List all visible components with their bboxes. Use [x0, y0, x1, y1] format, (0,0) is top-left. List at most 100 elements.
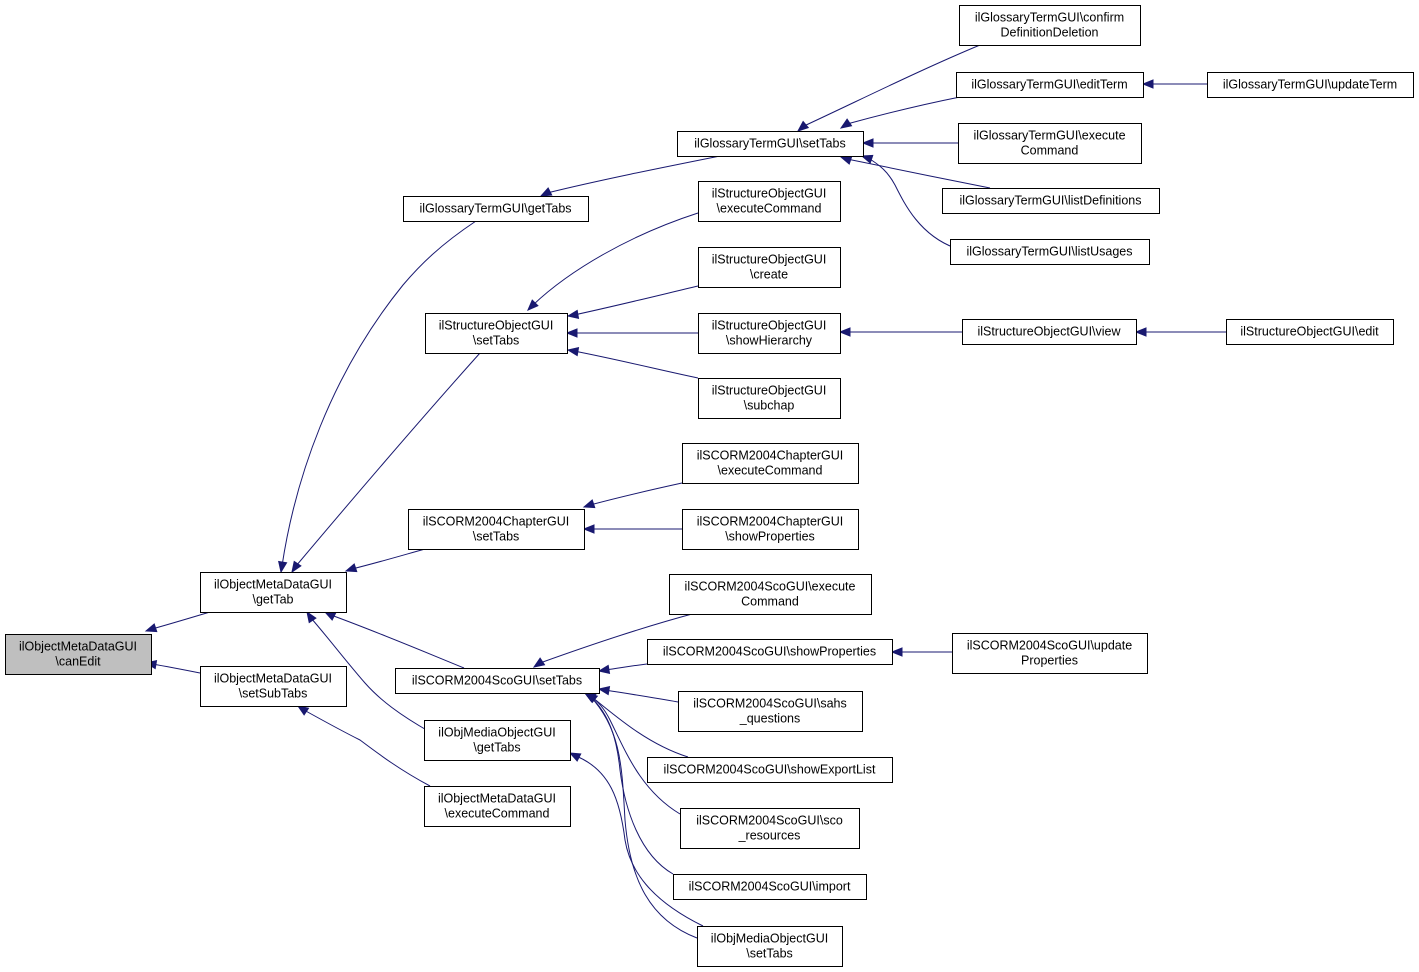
node-box: [647, 639, 893, 665]
node-label-line: ilObjectMetaDataGUI: [214, 672, 332, 686]
edge-arrowhead: [539, 187, 553, 197]
edge-scoSahs-to-scoSetTabs: [597, 686, 679, 703]
node-gtListDefs[interactable]: ilGlossaryTermGUI\listDefinitions: [942, 188, 1160, 214]
edge-line: [351, 548, 426, 570]
node-chShowProps[interactable]: ilSCORM2004ChapterGUI\showProperties: [682, 509, 859, 550]
edge-arrowhead: [291, 560, 302, 574]
node-momGetTabs[interactable]: ilObjMediaObjectGUI\getTabs: [424, 720, 571, 761]
node-box: [403, 196, 589, 222]
edge-arrowhead: [566, 347, 580, 357]
edge-line: [803, 44, 981, 127]
node-soSetTabs[interactable]: ilStructureObjectGUI\setTabs: [425, 313, 568, 354]
node-scoExecute[interactable]: ilSCORM2004ScoGUI\executeCommand: [669, 574, 872, 615]
node-label-line: ilSCORM2004ScoGUI\update: [967, 639, 1132, 653]
edge-line: [589, 695, 698, 939]
node-label-line: ilGlossaryTermGUI\editTerm: [971, 78, 1127, 92]
node-label-line: ilObjMediaObjectGUI: [711, 932, 828, 946]
node-scoSetTabs[interactable]: ilSCORM2004ScoGUI\setTabs: [395, 668, 600, 694]
node-chExecute[interactable]: ilSCORM2004ChapterGUI\executeCommand: [682, 443, 859, 484]
edge-line: [604, 663, 648, 671]
node-soShowHier[interactable]: ilStructureObjectGUI\showHierarchy: [698, 313, 841, 354]
node-chSetTabs[interactable]: ilSCORM2004ChapterGUI\setTabs: [408, 509, 585, 550]
node-gtConfirm[interactable]: ilGlossaryTermGUI\confirmDefinitionDelet…: [959, 5, 1141, 46]
node-setSubTabs[interactable]: ilObjectMetaDataGUI\setSubTabs: [200, 666, 347, 707]
edge-gtGetTabs-to-getTab: [278, 220, 477, 574]
edge-line: [532, 212, 699, 306]
edge-soView-to-soShowHier: [838, 327, 962, 337]
edge-arrowhead: [839, 118, 853, 129]
node-label-line: \canEdit: [55, 655, 101, 669]
node-soCreate[interactable]: ilStructureObjectGUI\create: [698, 247, 841, 288]
node-box: [1226, 319, 1394, 345]
node-label-line: \setSubTabs: [239, 687, 308, 701]
edge-scoUpdateProps-to-scoShowProps: [890, 647, 952, 657]
edge-soSubchap-to-soSetTabs: [566, 347, 699, 379]
node-label-line: \getTab: [252, 593, 293, 607]
node-box: [200, 666, 347, 707]
node-label-line: ilStructureObjectGUI: [712, 187, 827, 201]
node-box: [698, 181, 841, 222]
node-scoSahs[interactable]: ilSCORM2004ScoGUI\sahs_questions: [678, 691, 863, 732]
node-box: [942, 188, 1160, 214]
edge-chShowProps-to-chSetTabs: [582, 524, 682, 534]
edge-line: [330, 614, 465, 669]
node-gtEditTerm[interactable]: ilGlossaryTermGUI\editTerm: [956, 72, 1144, 98]
node-gtExecute[interactable]: ilGlossaryTermGUI\executeCommand: [958, 123, 1142, 164]
edge-setSubTabs-to-canEdit: [144, 660, 201, 674]
node-scoExportList[interactable]: ilSCORM2004ScoGUI\showExportList: [647, 757, 893, 783]
edge-omdExecute-to-setSubTabs: [296, 705, 431, 787]
edge-arrowhead: [144, 623, 158, 633]
node-scoImport[interactable]: ilSCORM2004ScoGUI\import: [673, 874, 867, 900]
node-canEdit[interactable]: ilObjectMetaDataGUI\canEdit: [5, 634, 152, 675]
node-box: [408, 509, 585, 550]
node-soExecute[interactable]: ilStructureObjectGUI\executeCommand: [698, 181, 841, 222]
node-scoResources[interactable]: ilSCORM2004ScoGUI\sco_resources: [680, 808, 860, 849]
edge-arrowhead: [278, 560, 288, 574]
node-label-line: \subchap: [744, 399, 795, 413]
edge-arrowhead: [565, 328, 578, 338]
node-soView[interactable]: ilStructureObjectGUI\view: [962, 319, 1137, 345]
node-omdExecute[interactable]: ilObjectMetaDataGUI\executeCommand: [424, 786, 571, 827]
node-label-line: ilStructureObjectGUI: [439, 319, 554, 333]
node-soEdit[interactable]: ilStructureObjectGUI\edit: [1226, 319, 1394, 345]
node-label-line: ilSCORM2004ScoGUI\sahs: [693, 697, 847, 711]
node-label-line: ilObjectMetaDataGUI: [214, 578, 332, 592]
edge-arrowhead: [566, 309, 580, 319]
edge-arrowhead: [1134, 327, 1147, 337]
edge-gtExecute-to-gtSetTabs: [861, 138, 959, 148]
edge-momSetTabs-to-momGetTabs: [568, 752, 704, 927]
node-label-line: Properties: [1021, 654, 1078, 668]
edge-arrowhead: [839, 155, 853, 165]
node-label-line: \showHierarchy: [726, 334, 813, 348]
node-gtGetTabs[interactable]: ilGlossaryTermGUI\getTabs: [403, 196, 589, 222]
edge-line: [589, 695, 674, 875]
edge-gtListUsages-to-gtSetTabs: [860, 154, 956, 249]
node-label-line: ilStructureObjectGUI: [712, 384, 827, 398]
node-box: [680, 808, 860, 849]
node-label-line: \executeCommand: [717, 202, 822, 216]
edge-arrowhead: [597, 686, 611, 696]
edge-line: [573, 285, 699, 316]
node-label-line: Command: [1021, 144, 1079, 158]
node-label-line: _resources: [738, 829, 801, 843]
edge-arrowhead: [582, 524, 595, 534]
edge-arrowhead: [306, 610, 317, 624]
edge-gtEditTerm-to-gtSetTabs: [839, 96, 961, 129]
node-label-line: ilGlossaryTermGUI\getTabs: [419, 202, 571, 216]
node-label-line: ilSCORM2004ScoGUI\execute: [685, 580, 856, 594]
edge-soSetTabs-to-getTab: [291, 352, 481, 574]
node-gtListUsages[interactable]: ilGlossaryTermGUI\listUsages: [950, 239, 1150, 265]
node-gtUpdateTerm[interactable]: ilGlossaryTermGUI\updateTerm: [1207, 72, 1414, 98]
node-momSetTabs[interactable]: ilObjMediaObjectGUI\setTabs: [697, 926, 843, 967]
node-getTab[interactable]: ilObjectMetaDataGUI\getTab: [200, 572, 347, 613]
node-soSubchap[interactable]: ilStructureObjectGUI\subchap: [698, 378, 841, 419]
node-scoShowProps[interactable]: ilSCORM2004ScoGUI\showProperties: [647, 639, 893, 665]
edge-soExecute-to-soSetTabs: [527, 212, 699, 311]
node-label-line: \create: [750, 268, 788, 282]
node-box: [200, 572, 347, 613]
node-box: [698, 378, 841, 419]
node-gtSetTabs[interactable]: ilGlossaryTermGUI\setTabs: [677, 131, 864, 157]
node-box: [682, 509, 859, 550]
node-label-line: ilGlossaryTermGUI\listUsages: [966, 245, 1132, 259]
